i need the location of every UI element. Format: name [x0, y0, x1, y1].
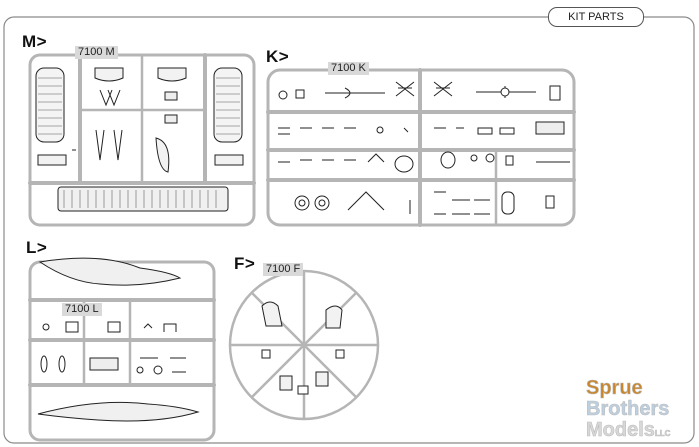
- sprue-m: [28, 53, 256, 227]
- sprue-k-code: 7100 K: [328, 62, 369, 75]
- sprue-k-label: K>: [266, 47, 290, 66]
- sprue-m-parts: [35, 67, 244, 212]
- watermark-line-1: Sprue: [586, 377, 643, 399]
- sprue-l-label: L>: [26, 238, 48, 257]
- sprue-f: [228, 269, 380, 421]
- sheet-border: [3, 16, 695, 444]
- sprue-l-parts: [37, 257, 200, 422]
- watermark: Sprue Brothers ModelsLLC: [586, 377, 696, 444]
- sprue-m-label: M>: [22, 32, 48, 51]
- watermark-models: Models: [586, 419, 656, 441]
- sprue-k-parts: [278, 81, 570, 215]
- watermark-line-2: Brothers: [586, 398, 670, 420]
- sprue-f-parts: [261, 301, 345, 395]
- sprue-f-label: F>: [234, 254, 256, 273]
- sprue-m-code: 7100 M: [75, 46, 118, 59]
- watermark-line-3: ModelsLLC: [586, 419, 696, 444]
- sprue-f-code: 7100 F: [263, 263, 304, 276]
- sprue-l-code: 7100 L: [62, 303, 102, 316]
- sprue-k: [266, 68, 576, 227]
- watermark-suffix: LLC: [654, 429, 671, 439]
- kit-parts-tag: KIT PARTS: [548, 7, 644, 27]
